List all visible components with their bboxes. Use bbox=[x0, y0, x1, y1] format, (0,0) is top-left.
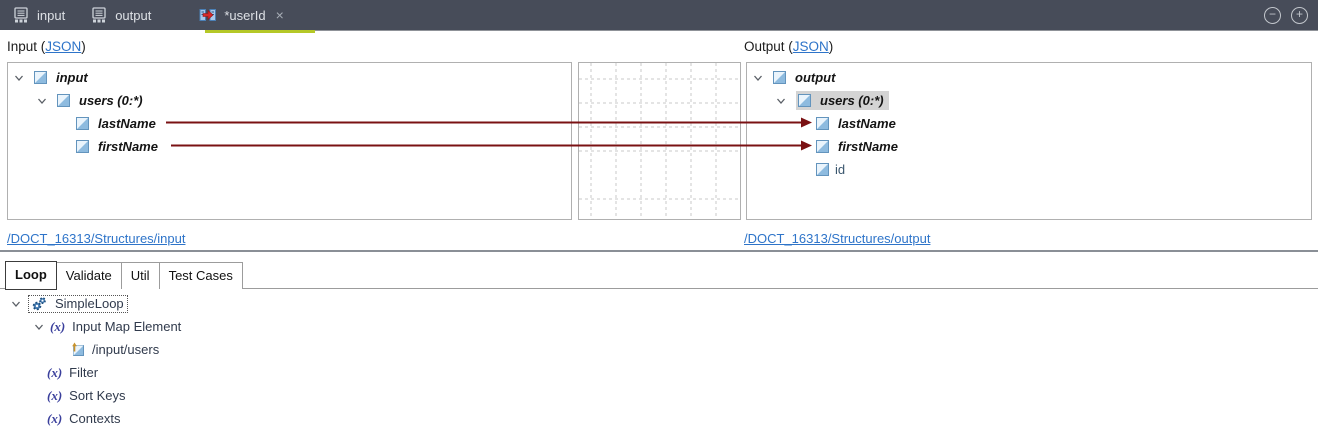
tab-validate[interactable]: Validate bbox=[56, 262, 122, 289]
node-label[interactable]: input bbox=[56, 70, 88, 85]
loop-tree: SimpleLoop (x) Input Map Element /input/… bbox=[0, 292, 1318, 430]
element-node-icon bbox=[76, 140, 89, 153]
chevron-down-icon[interactable] bbox=[752, 72, 764, 84]
mapped-element-icon bbox=[70, 342, 85, 357]
element-node-icon bbox=[816, 117, 829, 130]
close-icon[interactable]: × bbox=[275, 7, 284, 23]
editor-tab-bar: input output *userId × − + bbox=[0, 0, 1318, 30]
tree-row-input-users-path[interactable]: /input/users bbox=[0, 338, 1318, 361]
bottom-tabs-baseline bbox=[0, 288, 1318, 289]
node-label[interactable]: users (0:*) bbox=[820, 93, 884, 108]
tree-row-users-selected[interactable]: users (0:*) bbox=[747, 89, 1311, 112]
active-tab-accent bbox=[205, 30, 315, 33]
tab-userid-active[interactable]: *userId × bbox=[186, 0, 295, 30]
input-structure-link-row: /DOCT_16313/Structures/input bbox=[7, 231, 185, 246]
function-icon: (x) bbox=[47, 364, 63, 380]
tree-row-sort-keys[interactable]: (x) Sort Keys bbox=[0, 384, 1318, 407]
tree-row-firstname[interactable]: firstName bbox=[747, 135, 1311, 158]
output-structure-link-row: /DOCT_16313/Structures/output bbox=[744, 231, 930, 246]
loop-gears-icon bbox=[31, 296, 48, 312]
tab-loop[interactable]: Loop bbox=[5, 261, 57, 290]
element-node-icon bbox=[773, 71, 786, 84]
tree-row-lastname[interactable]: lastName bbox=[747, 112, 1311, 135]
function-icon: (x) bbox=[47, 387, 63, 403]
horizontal-splitter[interactable] bbox=[0, 250, 1318, 252]
bottom-tab-strip: Loop Validate Util Test Cases bbox=[5, 261, 243, 290]
node-label[interactable]: id bbox=[835, 162, 846, 177]
node-label[interactable]: /input/users bbox=[92, 342, 160, 357]
function-icon: (x) bbox=[47, 410, 63, 426]
node-label[interactable]: Filter bbox=[69, 365, 99, 380]
node-label[interactable]: users (0:*) bbox=[79, 93, 143, 108]
focused-row-outline: SimpleLoop bbox=[28, 294, 128, 313]
node-label[interactable]: SimpleLoop bbox=[55, 296, 124, 311]
active-tab-underline bbox=[0, 30, 1318, 33]
tab-input[interactable]: input bbox=[0, 0, 78, 30]
output-tree: output users (0:*) lastName firstName bbox=[747, 63, 1311, 181]
output-structure-link[interactable]: /DOCT_16313/Structures/output bbox=[744, 231, 931, 246]
input-header-text: Input ( bbox=[7, 39, 46, 54]
chevron-down-icon[interactable] bbox=[36, 95, 48, 107]
chevron-down-icon[interactable] bbox=[775, 95, 787, 107]
node-label[interactable]: lastName bbox=[98, 116, 156, 131]
tree-row-input[interactable]: input bbox=[8, 66, 571, 89]
tree-row-filter[interactable]: (x) Filter bbox=[0, 361, 1318, 384]
output-panel-header: Output (JSON) bbox=[744, 39, 834, 54]
chevron-down-icon[interactable] bbox=[13, 72, 25, 84]
tree-row-input-map-element[interactable]: (x) Input Map Element bbox=[0, 315, 1318, 338]
mapping-icon bbox=[199, 7, 217, 23]
grid-pattern bbox=[579, 63, 740, 219]
selected-row-highlight: users (0:*) bbox=[796, 91, 889, 110]
node-label[interactable]: lastName bbox=[838, 116, 896, 131]
tree-row-lastname[interactable]: lastName bbox=[8, 112, 571, 135]
node-label[interactable]: firstName bbox=[838, 139, 898, 154]
element-node-icon bbox=[57, 94, 70, 107]
maximize-icon[interactable]: + bbox=[1291, 6, 1308, 24]
tabbar-controls: − + bbox=[1264, 6, 1318, 24]
tab-util[interactable]: Util bbox=[121, 262, 160, 289]
tree-row-simpleloop[interactable]: SimpleLoop bbox=[0, 292, 1318, 315]
tree-row-users[interactable]: users (0:*) bbox=[8, 89, 571, 112]
chevron-down-icon[interactable] bbox=[10, 298, 22, 310]
function-icon: (x) bbox=[50, 318, 66, 334]
input-panel-header: Input (JSON) bbox=[7, 39, 86, 54]
chevron-down-icon[interactable] bbox=[33, 321, 45, 333]
input-structure-link[interactable]: /DOCT_16313/Structures/input bbox=[7, 231, 186, 246]
structure-icon bbox=[91, 7, 107, 23]
input-json-link[interactable]: JSON bbox=[45, 39, 82, 54]
input-structure-panel: input users (0:*) lastName firstName bbox=[7, 62, 572, 220]
node-label[interactable]: Input Map Element bbox=[72, 319, 182, 334]
node-label[interactable]: Contexts bbox=[69, 411, 121, 426]
tree-row-output[interactable]: output bbox=[747, 66, 1311, 89]
input-tree: input users (0:*) lastName firstName bbox=[8, 63, 571, 158]
output-structure-panel: output users (0:*) lastName firstName bbox=[746, 62, 1312, 220]
element-node-icon bbox=[34, 71, 47, 84]
element-node-icon bbox=[798, 94, 811, 107]
tab-label: *userId bbox=[224, 7, 266, 23]
node-label[interactable]: firstName bbox=[98, 139, 158, 154]
element-node-icon bbox=[816, 163, 829, 176]
tab-test-cases[interactable]: Test Cases bbox=[159, 262, 243, 289]
tab-output[interactable]: output bbox=[78, 0, 164, 30]
output-json-link[interactable]: JSON bbox=[792, 39, 829, 54]
element-node-icon bbox=[76, 117, 89, 130]
tree-row-id[interactable]: id bbox=[747, 158, 1311, 181]
element-node-icon bbox=[816, 140, 829, 153]
tree-row-contexts[interactable]: (x) Contexts bbox=[0, 407, 1318, 430]
node-label[interactable]: output bbox=[795, 70, 836, 85]
tab-label: output bbox=[115, 7, 152, 23]
tab-label: input bbox=[37, 7, 66, 23]
structure-icon bbox=[13, 7, 29, 23]
transformation-canvas[interactable] bbox=[578, 62, 741, 220]
output-header-text: Output ( bbox=[744, 39, 793, 54]
node-label[interactable]: Sort Keys bbox=[69, 388, 126, 403]
tree-row-firstname[interactable]: firstName bbox=[8, 135, 571, 158]
minimize-icon[interactable]: − bbox=[1264, 6, 1281, 24]
